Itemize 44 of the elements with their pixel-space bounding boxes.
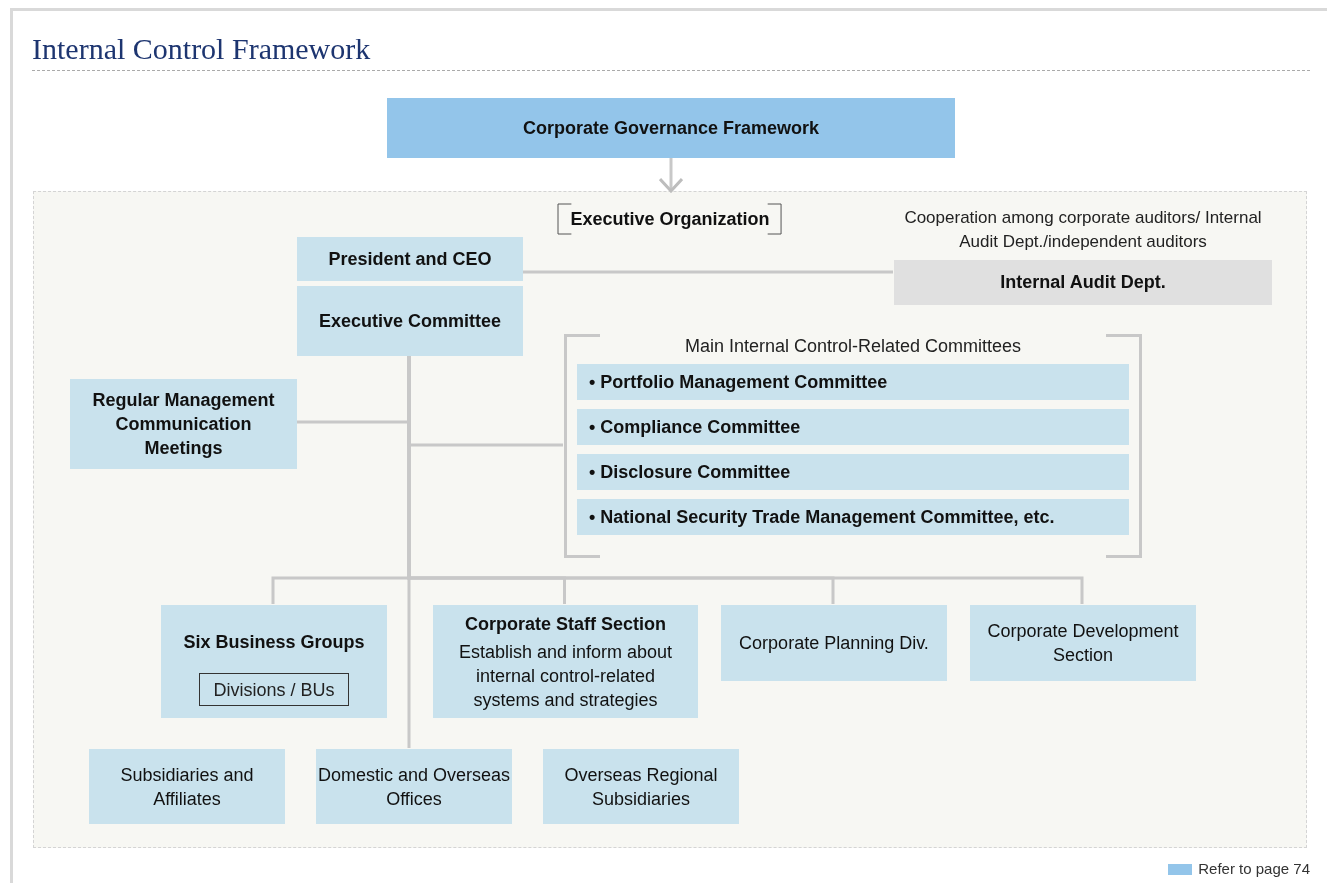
committee-box bbox=[577, 364, 1129, 400]
department-box bbox=[970, 605, 1196, 681]
page-title: Internal Control Framework bbox=[32, 31, 371, 67]
box-label: Regular Management Communication Meetings bbox=[91, 389, 276, 460]
box-label: • National Security Trade Management Committee, etc. bbox=[589, 506, 1055, 529]
box-label: Internal Audit Dept. bbox=[1000, 271, 1166, 294]
governance-box bbox=[387, 98, 955, 158]
box-label: Corporate Staff Section bbox=[465, 612, 666, 636]
meetings-box bbox=[70, 379, 297, 469]
committee-box bbox=[297, 286, 523, 356]
president-box bbox=[297, 237, 523, 281]
organization-box bbox=[543, 749, 739, 824]
divisions-box bbox=[199, 673, 349, 706]
box-label: Corporate Governance Framework bbox=[522, 116, 820, 140]
department-box bbox=[721, 605, 947, 681]
organization-box bbox=[89, 749, 285, 824]
box-label: Overseas Regional Subsidiaries bbox=[563, 763, 719, 811]
staff-section-box bbox=[433, 605, 698, 718]
committee-box bbox=[577, 454, 1129, 490]
committee-box bbox=[577, 499, 1129, 535]
box-label: Domestic and Overseas Offices bbox=[316, 763, 512, 811]
connector-line bbox=[522, 270, 893, 274]
box-label: Executive Committee bbox=[318, 310, 502, 333]
section-heading: Executive Organization bbox=[558, 204, 782, 234]
note-text: Cooperation among corporate auditors/ Internal Audit Dept./independent auditors bbox=[904, 208, 1262, 251]
box-label: Corporate Development Section bbox=[986, 620, 1180, 667]
box-label: President and CEO bbox=[328, 248, 492, 271]
box-label: Corporate Planning Div. bbox=[739, 632, 929, 655]
box-label: Six Business Groups bbox=[183, 630, 365, 654]
box-label: • Disclosure Committee bbox=[589, 461, 791, 484]
organization-box bbox=[316, 749, 512, 824]
arrow bbox=[658, 158, 684, 193]
executive-organization-panel bbox=[33, 191, 1307, 848]
connector-line bbox=[407, 355, 411, 748]
box-label: Subsidiaries and Affiliates bbox=[119, 763, 255, 811]
committee-box bbox=[577, 409, 1129, 445]
box-label: • Portfolio Management Committee bbox=[589, 371, 888, 394]
box-label: • Compliance Committee bbox=[589, 416, 801, 439]
box-label: Divisions / BUs bbox=[213, 678, 335, 702]
business-groups-box bbox=[161, 605, 387, 718]
legend-text: Refer to page 74 bbox=[1198, 859, 1310, 879]
box-description: Establish and inform about internal control-related systems and strategies bbox=[457, 640, 674, 712]
group-heading: Main Internal Control-Related Committees bbox=[684, 335, 1022, 357]
committees-bracket-group bbox=[564, 334, 1142, 558]
